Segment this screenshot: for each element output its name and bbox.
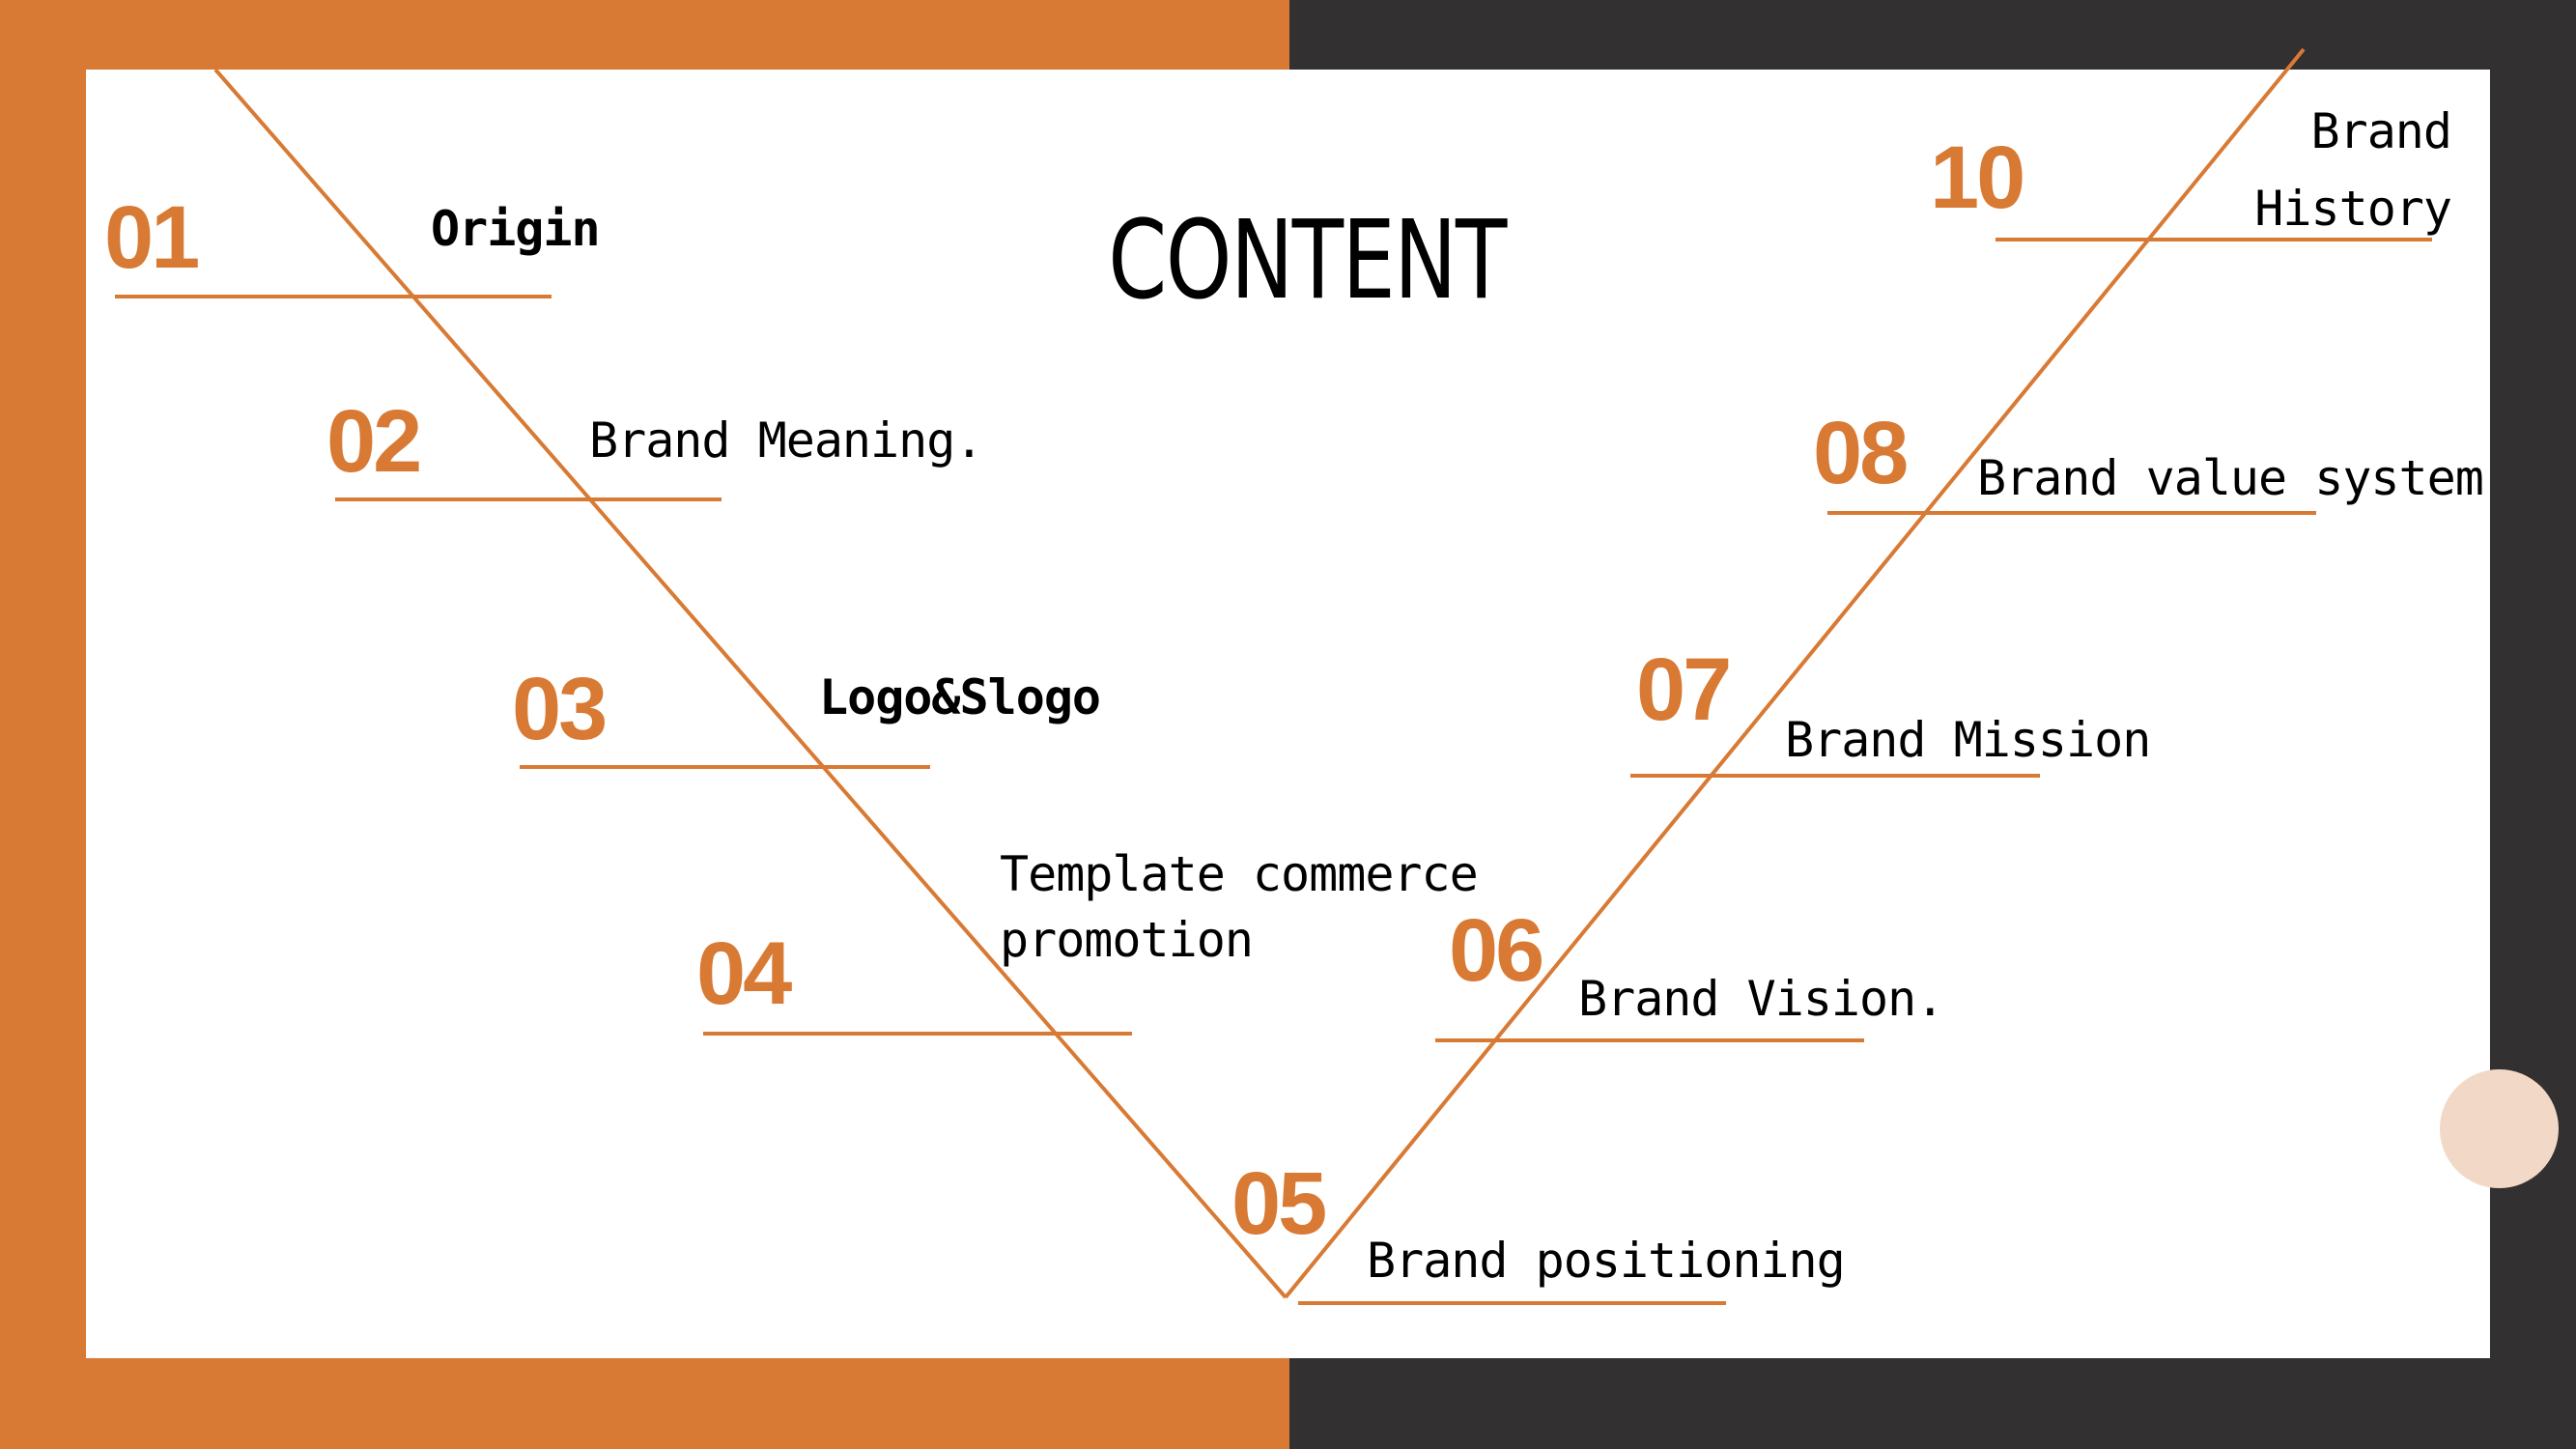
item-label-template-line1: Template commerce: [1000, 846, 1479, 902]
item-label-brand-vision: Brand Vision.: [1578, 971, 1944, 1027]
item-label-brand-history-line2: History: [2254, 181, 2452, 237]
item-label-brand-value-system: Brand value system: [1977, 450, 2484, 506]
item-label-brand-mission: Brand Mission: [1785, 712, 2151, 768]
item-label-template-line2: promotion: [1000, 912, 1254, 968]
item-label-logo-slogo: Logo&Slogo: [819, 669, 1101, 725]
item-number-01: 01: [104, 188, 200, 287]
decorative-circle: [2440, 1069, 2559, 1188]
item-label-brand-positioning: Brand positioning: [1367, 1233, 1846, 1289]
item-label-origin: Origin: [431, 201, 601, 257]
v-diagonal-left: [213, 68, 1288, 1299]
item-number-04: 04: [696, 924, 792, 1023]
item-label-brand-meaning: Brand Meaning.: [589, 412, 983, 469]
item-number-05: 05: [1231, 1154, 1327, 1253]
item-number-03: 03: [512, 660, 608, 758]
item-number-06: 06: [1449, 901, 1544, 1000]
content-panel: [86, 70, 2490, 1358]
item-number-10: 10: [1930, 128, 2025, 227]
item-label-brand-history-line1: Brand: [2310, 103, 2452, 159]
item-number-07: 07: [1636, 640, 1732, 739]
page-title: CONTENT: [1108, 198, 1507, 324]
item-number-02: 02: [326, 392, 422, 491]
v-diagonal-right: [1284, 47, 2306, 1299]
item-number-08: 08: [1813, 404, 1909, 502]
